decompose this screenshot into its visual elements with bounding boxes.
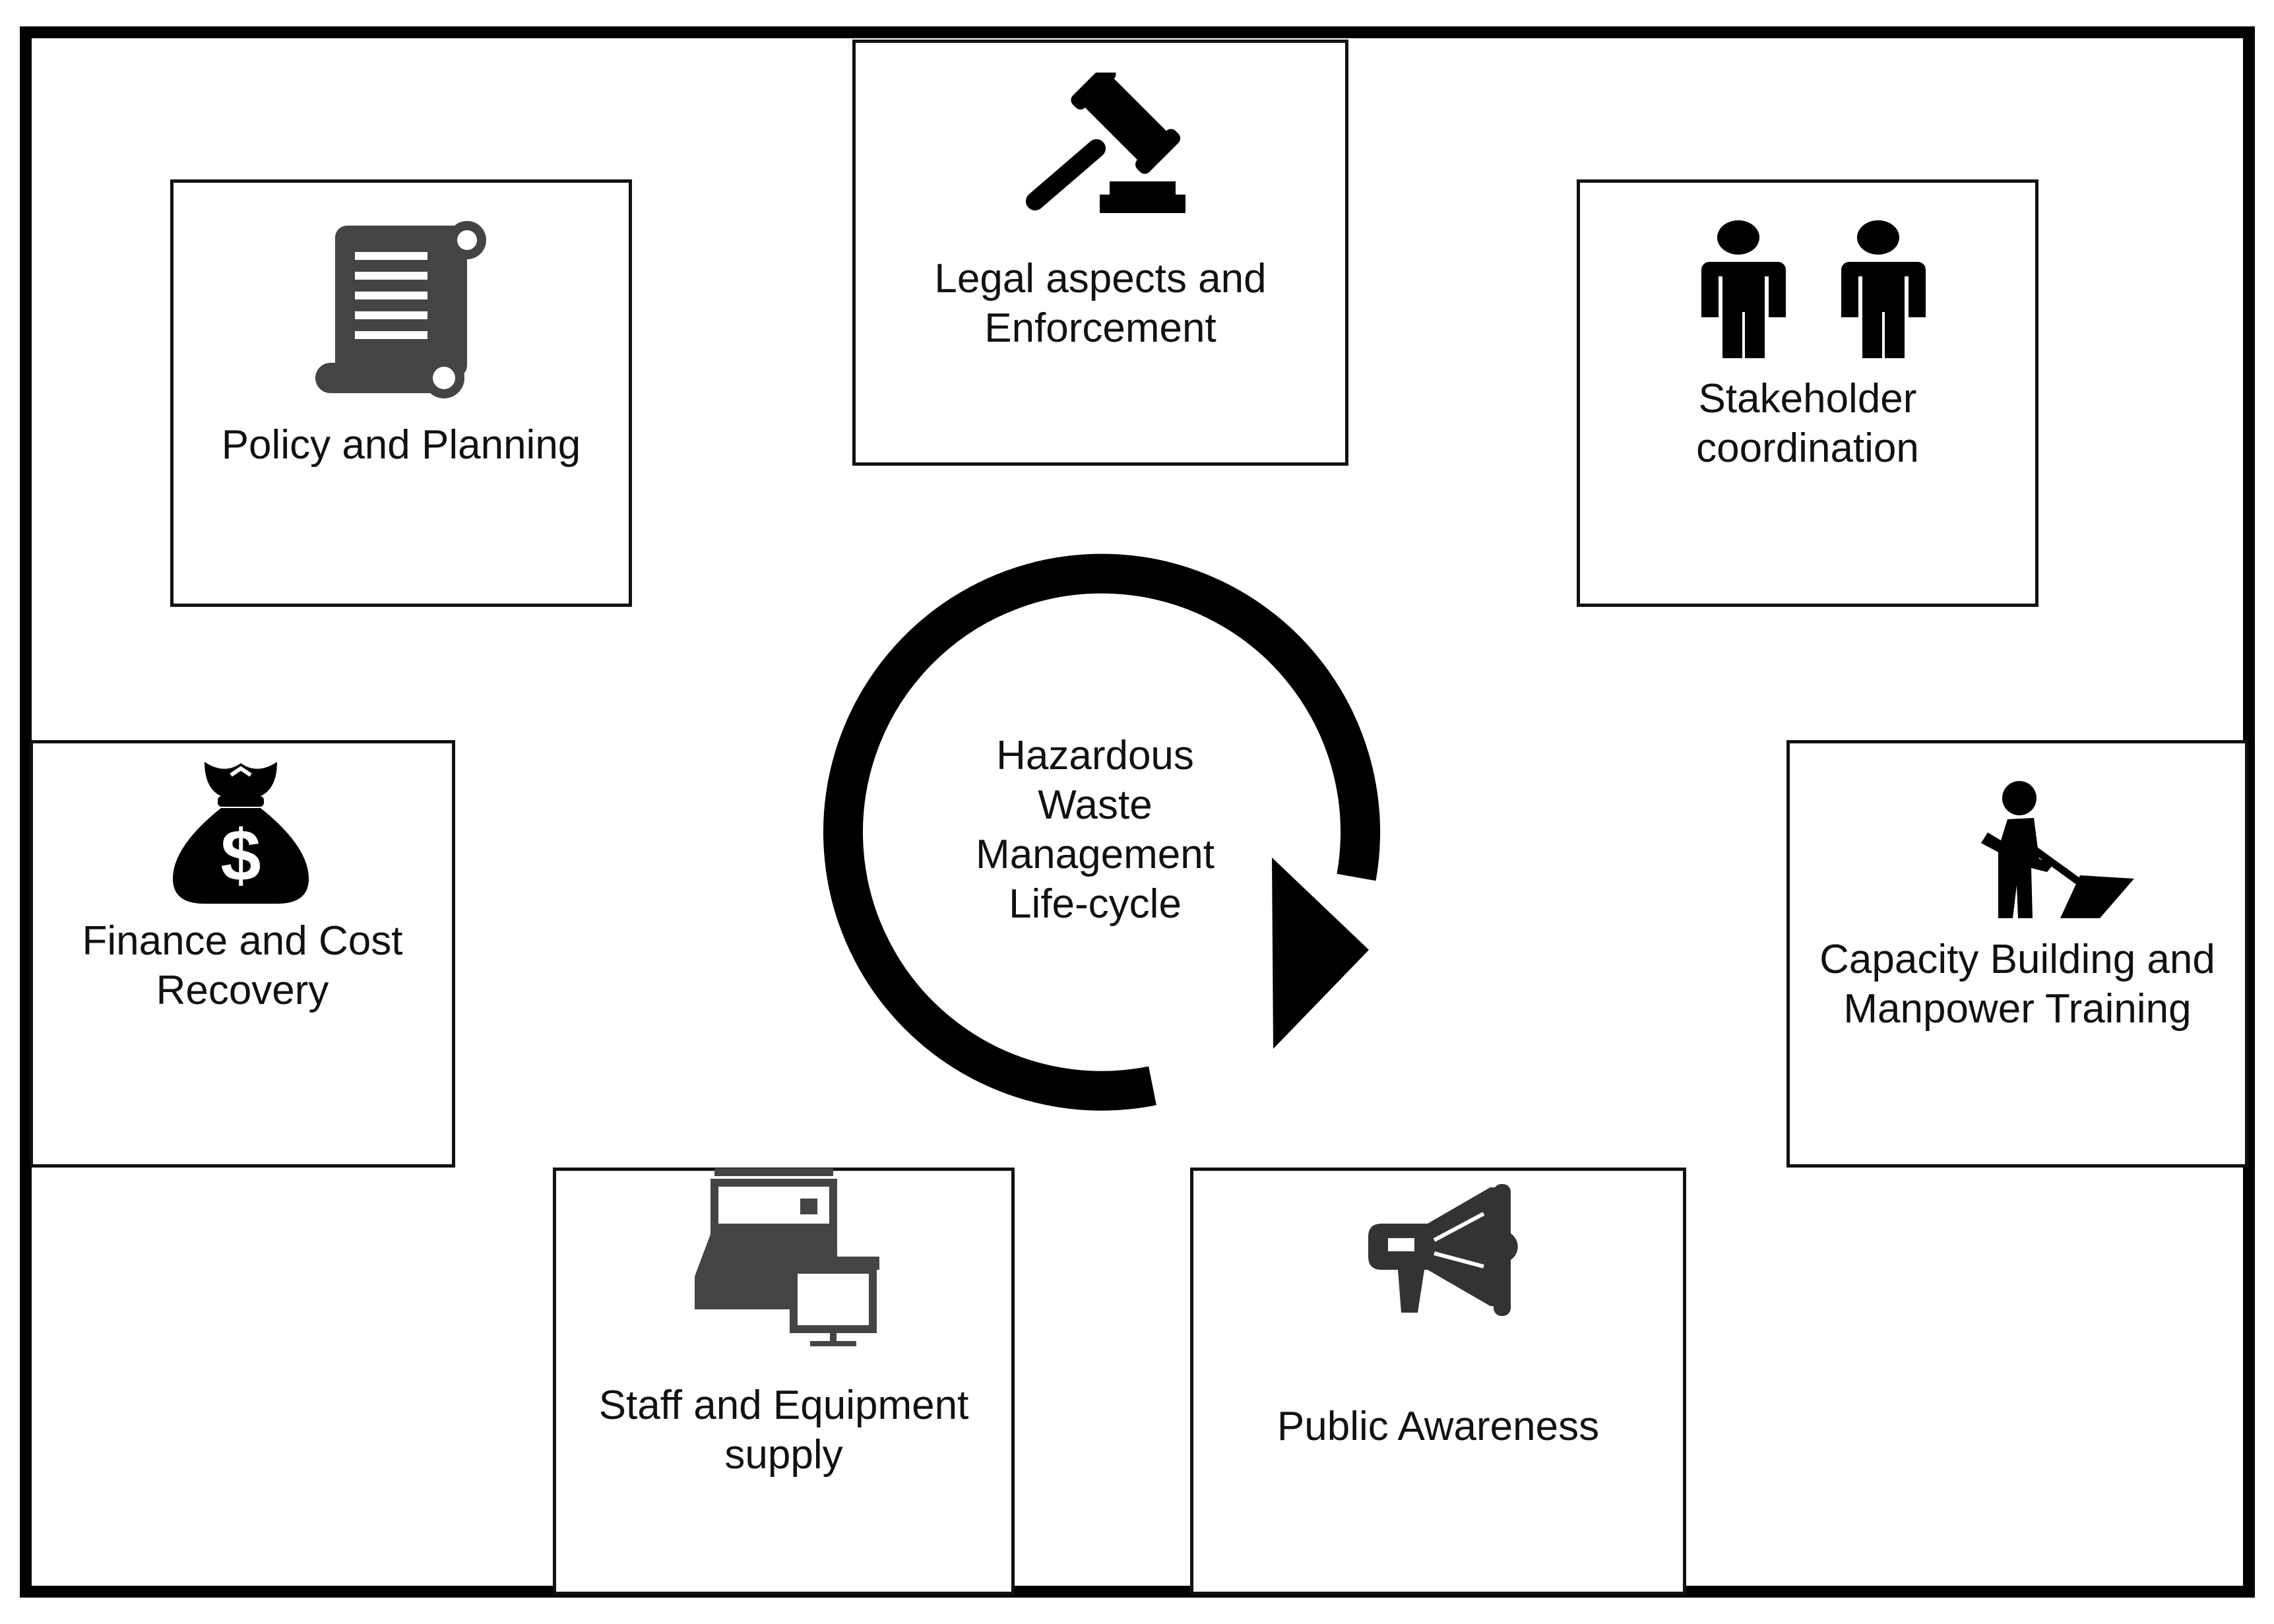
label-line: Staff and Equipment (598, 1383, 969, 1428)
label-line: Capacity Building and (1819, 937, 2215, 982)
gavel-icon (1026, 73, 1185, 213)
center-title-line: Management (976, 832, 1215, 877)
scroll-icon (315, 221, 486, 398)
node-legal: Legal aspects and Enforcement (852, 40, 1348, 466)
label-line: supply (724, 1432, 843, 1478)
cycle-arrowhead (1272, 858, 1369, 1049)
center-title-line: Waste (1038, 782, 1153, 828)
node-finance-label: Finance and Cost Recovery (33, 916, 452, 1015)
center-title: Hazardous Waste Management Life-cycle (950, 731, 1240, 929)
label-line: Manpower Training (1843, 986, 2192, 1032)
money-bag-icon: $ (172, 762, 309, 904)
node-public-label: Public Awareness (1193, 1402, 1683, 1451)
center-title-line: Life-cycle (1009, 881, 1182, 927)
node-staff: Staff and Equipment supply (553, 1168, 1015, 1595)
center-title-line: Hazardous (996, 733, 1194, 778)
label-line: Enforcement (984, 305, 1216, 351)
label-line: Recovery (156, 968, 329, 1013)
label-line: Public Awareness (1277, 1404, 1600, 1449)
node-capacity-label: Capacity Building and Manpower Training (1790, 935, 2245, 1034)
node-legal-label: Legal aspects and Enforcement (856, 254, 1345, 353)
cycle-arrow-icon (823, 553, 1380, 1111)
people-icon (1699, 220, 1926, 358)
worker-shovel-icon (1981, 781, 2134, 918)
label-line: coordination (1696, 425, 1919, 471)
svg-text:$: $ (220, 815, 261, 896)
node-policy: Policy and Planning (170, 179, 632, 607)
megaphone-icon (1368, 1184, 1518, 1316)
label-line: Policy and Planning (221, 422, 581, 468)
node-stakeholder: Stakeholder coordination (1577, 179, 2038, 607)
inbox-presentation-icon (695, 1168, 879, 1346)
label-line: Stakeholder (1698, 376, 1917, 422)
node-policy-label: Policy and Planning (174, 420, 629, 470)
node-staff-label: Staff and Equipment supply (556, 1381, 1011, 1480)
node-public: Public Awareness (1190, 1168, 1686, 1595)
node-stakeholder-label: Stakeholder coordination (1580, 374, 2035, 473)
node-capacity: Capacity Building and Manpower Training (1786, 740, 2248, 1168)
label-line: Legal aspects and (934, 256, 1267, 301)
node-finance: $ Finance and Cost Recovery (30, 740, 455, 1168)
label-line: Finance and Cost (82, 918, 403, 964)
